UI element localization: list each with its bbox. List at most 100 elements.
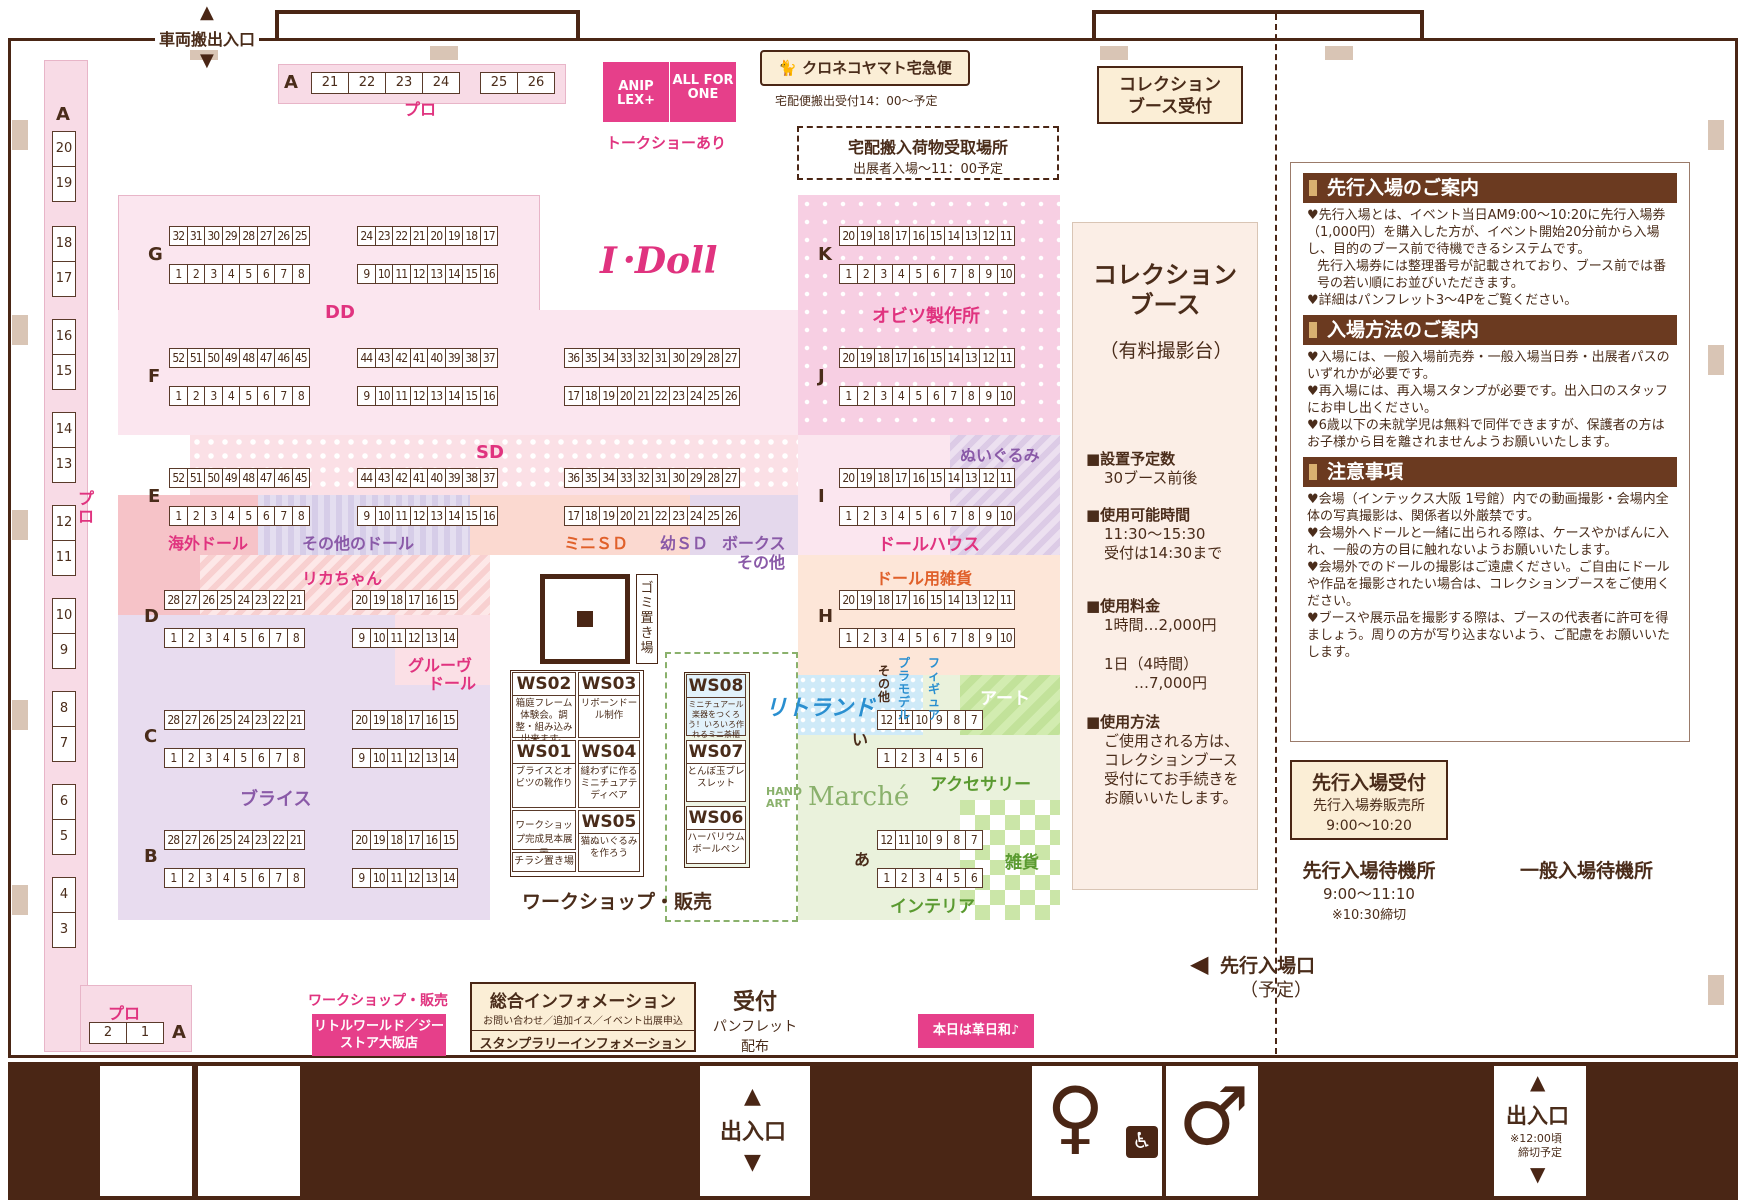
booth[interactable]: 21 — [286, 830, 305, 850]
booth[interactable]: 23 — [251, 590, 270, 610]
booth[interactable]: 2 — [856, 264, 875, 284]
booth[interactable]: 13 — [961, 590, 980, 610]
booth[interactable]: 8 — [286, 628, 305, 648]
booth[interactable]: 7 — [944, 264, 963, 284]
booth[interactable]: 2 — [186, 506, 205, 526]
booth[interactable]: 26 — [721, 386, 740, 406]
booth[interactable]: 8 — [291, 264, 310, 284]
booth[interactable]: 12 — [52, 505, 76, 541]
booth[interactable]: 17 — [891, 348, 910, 368]
booth[interactable]: 1 — [839, 386, 858, 406]
booth[interactable]: 19 — [369, 830, 388, 850]
booth[interactable]: 4 — [891, 506, 910, 526]
booth[interactable]: 24 — [234, 830, 253, 850]
booth[interactable]: 39 — [444, 348, 463, 368]
booth[interactable]: 3 — [204, 264, 223, 284]
booth[interactable]: 32 — [634, 348, 653, 368]
booth[interactable]: 14 — [444, 386, 463, 406]
booth[interactable]: 6 — [926, 386, 945, 406]
booth[interactable]: 18 — [874, 348, 893, 368]
booth[interactable]: 25 — [291, 226, 310, 246]
booth[interactable]: 5 — [909, 264, 928, 284]
booth[interactable]: 14 — [439, 868, 458, 888]
booth[interactable]: 3 — [199, 748, 218, 768]
booth[interactable]: 18 — [52, 226, 76, 262]
booth[interactable]: 24 — [686, 386, 705, 406]
booth[interactable]: 14 — [439, 748, 458, 768]
booth[interactable]: 2 — [894, 748, 913, 768]
booth[interactable]: 7 — [52, 726, 76, 762]
booth[interactable]: 5 — [947, 748, 966, 768]
booth[interactable]: 13 — [422, 628, 441, 648]
booth[interactable]: 7 — [269, 628, 288, 648]
booth[interactable]: 10 — [369, 748, 388, 768]
booth[interactable]: 15 — [926, 226, 945, 246]
booth[interactable]: 23 — [251, 830, 270, 850]
booth[interactable]: 24 — [422, 72, 460, 94]
booth[interactable]: 17 — [891, 468, 910, 488]
booth[interactable]: 10 — [996, 628, 1015, 648]
booth[interactable]: 18 — [874, 468, 893, 488]
booth[interactable]: 10 — [374, 264, 393, 284]
anip-booth[interactable]: ANIP LEX+ — [603, 62, 669, 122]
allforone-booth[interactable]: ALL FOR ONE — [670, 62, 736, 122]
booth[interactable]: 5 — [234, 628, 253, 648]
booth[interactable]: 4 — [221, 506, 240, 526]
booth[interactable]: 14 — [444, 264, 463, 284]
booth[interactable]: 15 — [439, 830, 458, 850]
booth[interactable]: 18 — [387, 830, 406, 850]
booth[interactable]: 2 — [186, 264, 205, 284]
booth[interactable]: 35 — [581, 348, 600, 368]
booth[interactable]: 26 — [199, 710, 218, 730]
booth[interactable]: 7 — [274, 386, 293, 406]
booth[interactable]: 32 — [169, 226, 188, 246]
booth[interactable]: 13 — [422, 868, 441, 888]
booth[interactable]: 14 — [944, 468, 963, 488]
booth[interactable]: 26 — [199, 830, 218, 850]
booth[interactable]: 2 — [186, 386, 205, 406]
booth[interactable]: 46 — [274, 468, 293, 488]
booth[interactable]: 8 — [961, 386, 980, 406]
booth[interactable]: 9 — [352, 868, 371, 888]
booth[interactable]: 20 — [616, 386, 635, 406]
booth[interactable]: 9 — [929, 830, 948, 850]
booth[interactable]: 10 — [369, 868, 388, 888]
booth[interactable]: 4 — [929, 748, 948, 768]
booth[interactable]: 11 — [387, 628, 406, 648]
booth[interactable]: 13 — [427, 386, 446, 406]
booth[interactable]: 2 — [856, 506, 875, 526]
booth[interactable]: 27 — [181, 590, 200, 610]
booth[interactable]: 22 — [269, 710, 288, 730]
booth[interactable]: 20 — [352, 590, 371, 610]
booth[interactable]: 19 — [856, 226, 875, 246]
booth[interactable]: 43 — [374, 468, 393, 488]
booth[interactable]: 20 — [839, 468, 858, 488]
booth[interactable]: 6 — [256, 386, 275, 406]
booth[interactable]: 7 — [274, 264, 293, 284]
booth[interactable]: 11 — [996, 468, 1015, 488]
side-exit[interactable] — [1494, 1066, 1586, 1196]
booth[interactable]: 22 — [269, 830, 288, 850]
booth[interactable]: 7 — [269, 748, 288, 768]
booth[interactable]: 25 — [480, 72, 518, 94]
booth[interactable]: 46 — [274, 348, 293, 368]
booth[interactable]: 3 — [204, 506, 223, 526]
booth[interactable]: 8 — [291, 386, 310, 406]
booth[interactable]: 1 — [126, 1022, 164, 1044]
booth[interactable]: 41 — [409, 348, 428, 368]
booth[interactable]: 8 — [286, 868, 305, 888]
booth[interactable]: 18 — [387, 710, 406, 730]
booth[interactable]: 28 — [704, 468, 723, 488]
booth[interactable]: 38 — [462, 468, 481, 488]
booth[interactable]: 47 — [256, 468, 275, 488]
booth[interactable]: 12 — [404, 868, 423, 888]
booth[interactable]: 6 — [52, 784, 76, 820]
booth[interactable]: 27 — [181, 710, 200, 730]
booth[interactable]: 6 — [251, 748, 270, 768]
booth[interactable]: 24 — [234, 710, 253, 730]
booth[interactable]: 17 — [891, 590, 910, 610]
